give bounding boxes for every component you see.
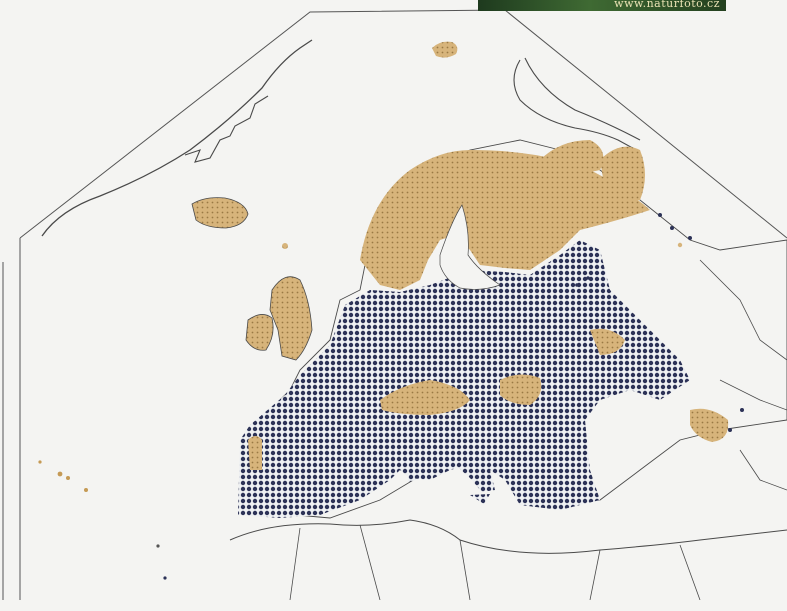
novaya-zemlya-coast	[513, 57, 641, 153]
kola-peninsula-range	[540, 140, 604, 174]
italy-range	[430, 420, 495, 492]
svalbard-land	[432, 41, 458, 58]
scandinavia-range	[360, 150, 650, 290]
africa-borders	[289, 524, 701, 600]
greenland-coast	[41, 39, 313, 237]
northern-russia-range	[600, 146, 645, 202]
pyrenees-tan-patch	[248, 436, 262, 470]
western-europe-range	[238, 240, 690, 518]
ireland-range	[245, 314, 274, 351]
corsica-sardinia	[408, 448, 416, 482]
carpathian-tan-patch	[500, 374, 542, 405]
iceland-land	[191, 197, 249, 229]
outlier-dots	[38, 213, 744, 580]
watermark-banner: www.naturfoto.cz	[478, 0, 726, 11]
balearic-islands	[340, 476, 350, 484]
watermark-text: www.naturfoto.cz	[614, 0, 720, 10]
north-africa-coast	[229, 519, 787, 554]
faroe-islands	[282, 243, 288, 249]
eastern-borders	[699, 259, 787, 491]
alps-tan-patch	[380, 380, 470, 415]
greenland-coast-detail	[184, 95, 269, 163]
map-frame	[2, 9, 787, 600]
baltic-sea	[439, 204, 501, 290]
ukraine-tan-patch	[590, 328, 625, 355]
sicily	[470, 494, 490, 504]
great-britain-range	[269, 276, 313, 361]
caucasus-tan-patch	[690, 408, 729, 442]
